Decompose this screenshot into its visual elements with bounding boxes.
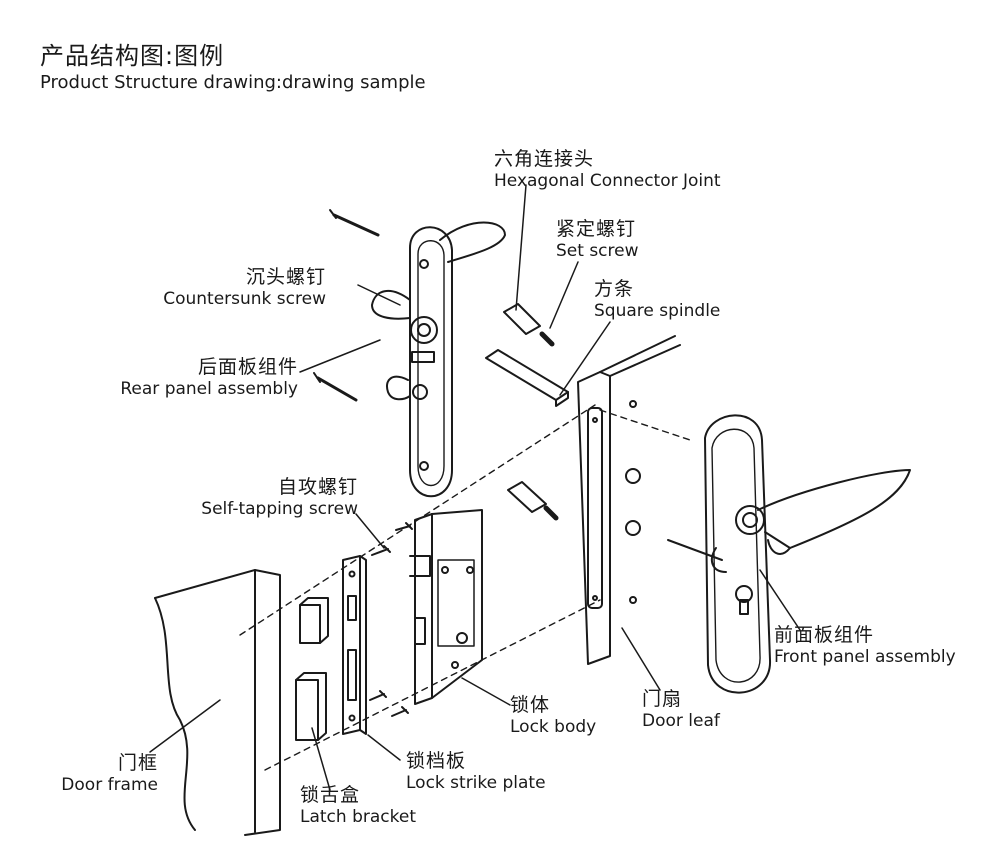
label-cn: 方条 [594, 278, 635, 300]
label-en: Door frame [61, 775, 158, 795]
self-tapping-screws [369, 522, 413, 717]
label-cn: 锁体 [510, 694, 551, 716]
label-lock-body: 锁体 Lock body [510, 694, 596, 738]
label-self-tapping-screw: 自攻螺钉 Self-tapping screw [190, 476, 358, 520]
label-rear-panel-assembly: 后面板组件 Rear panel assembly [98, 356, 298, 400]
label-door-frame: 门框 Door frame [40, 752, 158, 796]
label-en: Latch bracket [300, 807, 416, 827]
label-cn: 紧定螺钉 [556, 218, 637, 240]
label-en: Set screw [556, 241, 639, 261]
label-latch-bracket: 锁舌盒 Latch bracket [300, 784, 416, 828]
rear-panel-assembly [371, 221, 506, 498]
label-en: Front panel assembly [774, 647, 956, 667]
label-hexagonal-connector-joint: 六角连接头 Hexagonal Connector Joint [494, 148, 721, 192]
label-lock-strike-plate: 锁档板 Lock strike plate [406, 750, 546, 794]
front-panel-assembly [667, 414, 911, 694]
square-spindle [485, 349, 569, 407]
label-en: Hexagonal Connector Joint [494, 171, 721, 191]
label-cn: 沉头螺钉 [245, 266, 326, 288]
countersunk-screws [313, 209, 380, 402]
lock-strike-plate [342, 555, 367, 735]
label-en: Lock strike plate [406, 773, 546, 793]
hexagonal-connector-joints [503, 303, 547, 513]
label-cn: 门扇 [642, 688, 683, 710]
label-en: Square spindle [594, 301, 721, 321]
label-countersunk-screw: 沉头螺钉 Countersunk screw [150, 266, 326, 310]
label-en: Lock body [510, 717, 597, 737]
set-screws [539, 331, 559, 521]
label-cn: 锁舌盒 [300, 784, 361, 806]
door-leaf [577, 335, 681, 665]
door-frame [154, 569, 281, 836]
label-en: Door leaf [642, 711, 720, 731]
label-en: Self-tapping screw [201, 499, 358, 519]
lock-body [409, 509, 483, 705]
label-set-screw: 紧定螺钉 Set screw [556, 218, 639, 262]
label-square-spindle: 方条 Square spindle [594, 278, 720, 322]
label-cn: 前面板组件 [774, 624, 875, 646]
label-cn: 门框 [117, 752, 158, 774]
label-door-leaf: 门扇 Door leaf [642, 688, 720, 732]
label-cn: 锁档板 [406, 750, 467, 772]
label-cn: 后面板组件 [197, 356, 298, 378]
label-front-panel-assembly: 前面板组件 Front panel assembly [774, 624, 956, 668]
alignment-lines [239, 404, 691, 771]
latch-bracket [295, 597, 329, 741]
page-title-cn: 产品结构图:图例 [40, 42, 225, 70]
leader-lines [149, 184, 801, 791]
page-title-en: Product Structure drawing:drawing sample [40, 72, 426, 93]
label-cn: 自攻螺钉 [277, 476, 358, 498]
label-en: Countersunk screw [163, 289, 326, 309]
label-cn: 六角连接头 [494, 148, 595, 170]
label-en: Rear panel assembly [120, 379, 298, 399]
